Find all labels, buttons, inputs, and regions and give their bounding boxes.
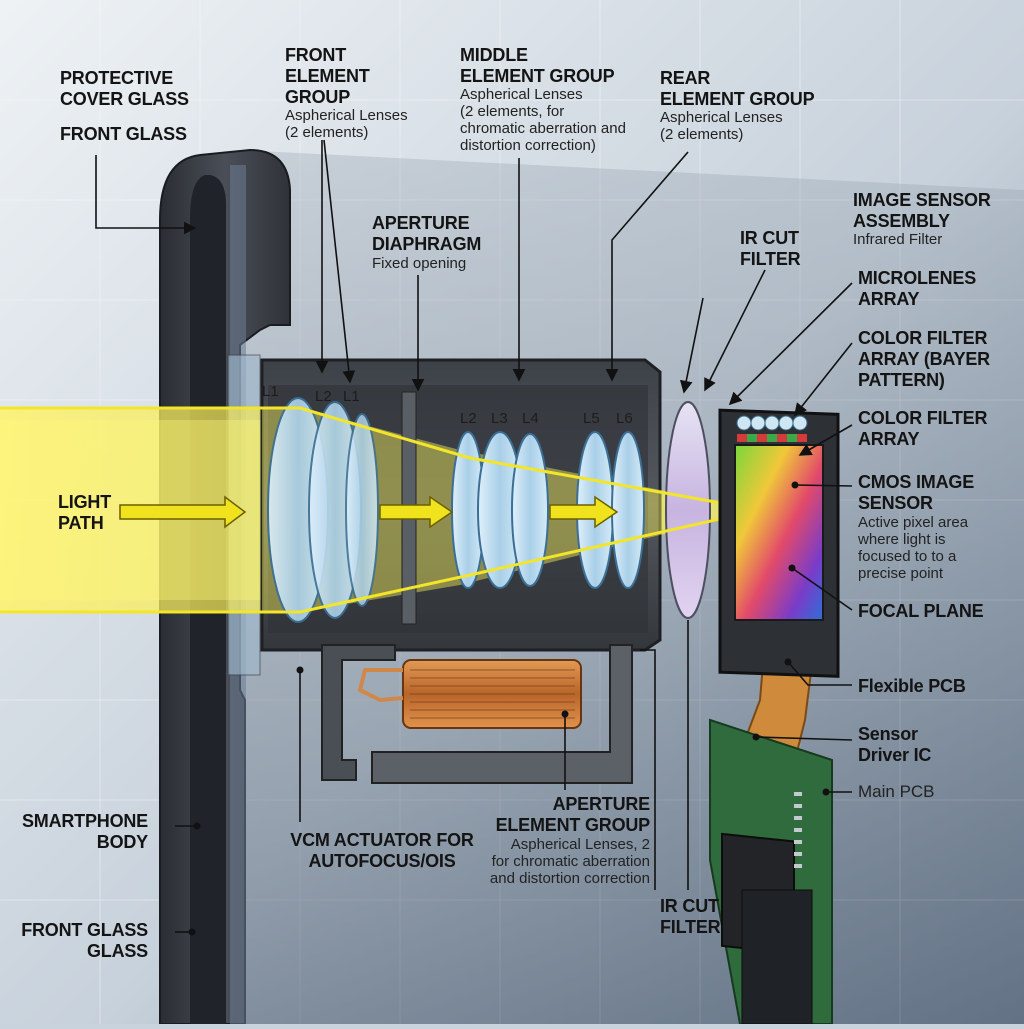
label-ir-cut-filter-top: IR CUT FILTER bbox=[740, 228, 801, 269]
label-focal-plane: FOCAL PLANE bbox=[858, 601, 984, 621]
label-aperture-diaphragm: APERTURE DIAPHRAGM bbox=[372, 213, 482, 254]
label-color-filter-array: COLOR FILTER ARRAY bbox=[858, 408, 988, 449]
lens-l6 bbox=[611, 431, 645, 589]
label-front-element-group: FRONT ELEMENT GROUP bbox=[285, 45, 370, 107]
label-cmos-image-sensor: CMOS IMAGE SENSOR bbox=[858, 472, 975, 513]
sub-aperture-element-group: Aspherical Lenses, 2 for chromatic aberr… bbox=[489, 836, 650, 887]
sub-image-sensor-assembly: Infrared Filter bbox=[853, 231, 943, 248]
lens-tag-l2: L2 bbox=[460, 410, 477, 427]
lens-tag-l4: L4 bbox=[522, 410, 539, 427]
arrow-3 bbox=[549, 495, 619, 529]
label-image-sensor-assembly: IMAGE SENSOR ASSEMBLY bbox=[853, 190, 991, 231]
coil-windings bbox=[410, 669, 575, 719]
sub-front-element-group: Aspherical Lenses (2 elements) bbox=[285, 107, 408, 141]
label-microlenes-array: MICROLENES ARRAY bbox=[858, 268, 977, 309]
label-main-pcb: Main PCB bbox=[858, 782, 935, 801]
lens-tag-l5: L5 bbox=[583, 410, 600, 427]
lens-tag-l1-front: L1 bbox=[343, 388, 360, 405]
label-light-path: LIGHT PATH bbox=[58, 492, 111, 533]
microlens-array bbox=[736, 415, 808, 431]
sub-middle-element-group: Aspherical Lenses (2 elements, for chrom… bbox=[460, 86, 626, 154]
sub-cmos-image-sensor: Active pixel area where light is focused… bbox=[858, 514, 969, 582]
label-front-glass: FRONT GLASS bbox=[60, 124, 187, 144]
label-ir-cut-filter-bottom: IR CUT FILTER bbox=[660, 896, 721, 937]
vcm-lead-wire bbox=[357, 668, 404, 703]
sub-aperture-diaphragm: Fixed opening bbox=[372, 255, 467, 272]
label-flexible-pcb: Flexible PCB bbox=[858, 676, 966, 696]
lens-tag-l2-front: L2 bbox=[315, 388, 332, 405]
label-sensor-driver-ic: Sensor Driver IC bbox=[858, 724, 932, 765]
light-rays bbox=[0, 406, 761, 614]
vcm-bracket bbox=[321, 644, 396, 781]
leader-dots bbox=[188, 481, 830, 936]
label-rear-element-group: REAR ELEMENT GROUP bbox=[660, 68, 815, 109]
lens-tag-l6: L6 bbox=[616, 410, 633, 427]
vcm-base-frame bbox=[371, 644, 633, 784]
label-protective-cover-glass: PROTECTIVE COVER GLASS bbox=[60, 68, 189, 109]
pcb-connector bbox=[741, 889, 813, 1025]
lens-l1-b bbox=[345, 413, 379, 607]
sub-rear-element-group: Aspherical Lenses (2 elements) bbox=[660, 109, 783, 143]
ir-cut-filter-disk bbox=[665, 401, 711, 619]
lens-tag-l1: L1 bbox=[262, 383, 279, 400]
label-middle-element-group: MIDDLE ELEMENT GROUP bbox=[460, 45, 615, 86]
light-direction-arrows bbox=[119, 495, 619, 529]
label-vcm-actuator: VCM ACTUATOR FOR AUTOFOCUS/OIS bbox=[290, 830, 474, 871]
arrow-2 bbox=[379, 495, 454, 529]
label-color-filter-bayer: COLOR FILTER ARRAY (BAYER PATTERN) bbox=[858, 328, 990, 390]
lens-l4 bbox=[511, 433, 549, 587]
arrow-1 bbox=[119, 495, 247, 529]
lens-tag-l3: L3 bbox=[491, 410, 508, 427]
ic-pins bbox=[794, 792, 802, 868]
sensor-active-area bbox=[734, 444, 824, 621]
bayer-filter-strip bbox=[737, 434, 807, 442]
label-smartphone-body: SMARTPHONE BODY bbox=[21, 811, 148, 852]
label-front-glass-glass: FRONT GLASS GLASS bbox=[21, 920, 148, 961]
label-aperture-element-group: APERTURE ELEMENT GROUP bbox=[495, 794, 651, 835]
leader-lines bbox=[95, 139, 853, 933]
